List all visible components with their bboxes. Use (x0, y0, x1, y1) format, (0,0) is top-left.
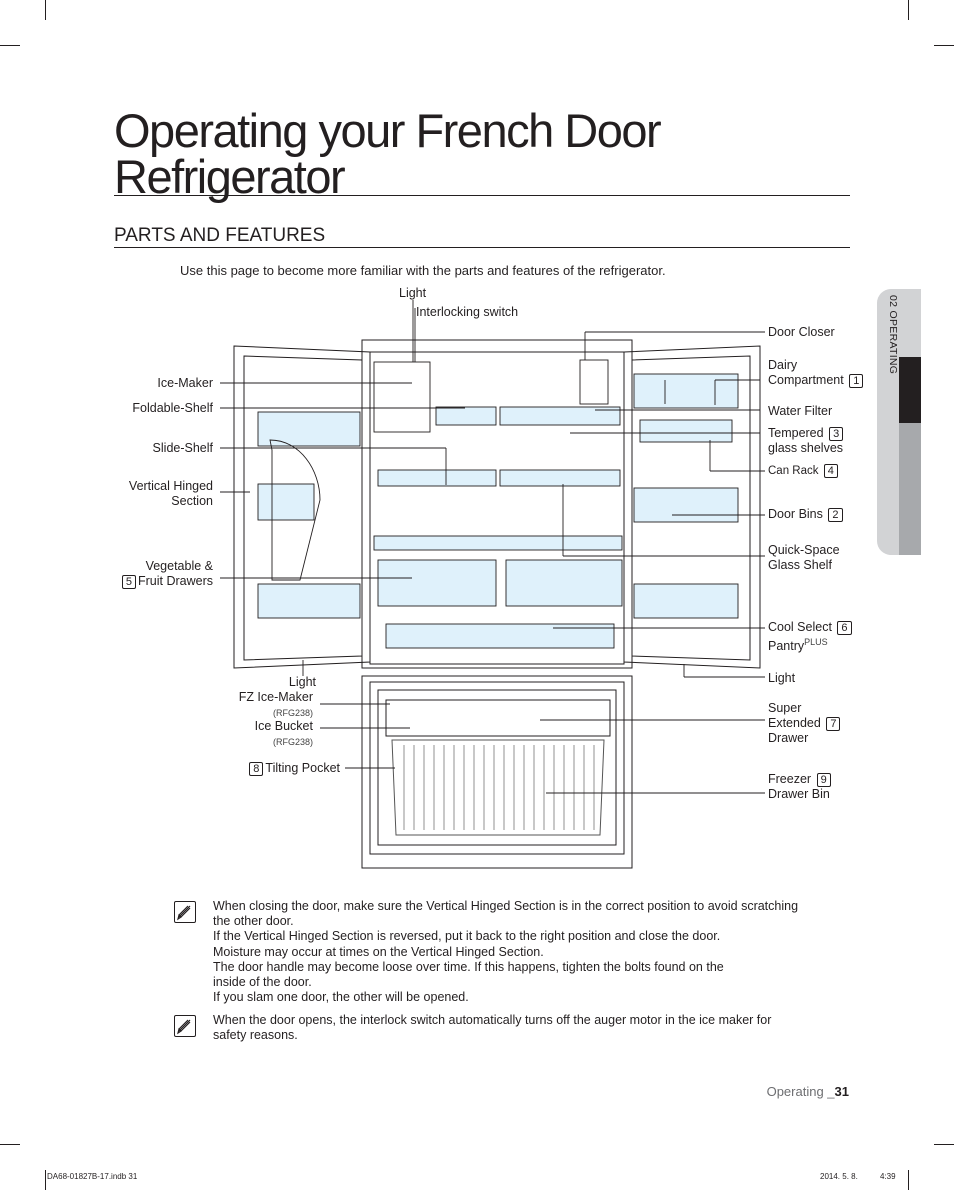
vegetable-drawer-right (505, 559, 623, 607)
page-number: 31 (834, 1084, 849, 1099)
label-cool-select: Cool Select 6 PantryPLUS (768, 620, 854, 654)
badge-1: 1 (849, 374, 864, 388)
intro-text: Use this page to become more familiar wi… (180, 263, 666, 278)
label-water-filter: Water Filter (768, 404, 833, 418)
badge-9: 9 (816, 773, 831, 787)
vegetable-drawer-left (377, 559, 497, 607)
page-footer: Operating _31 (766, 1084, 849, 1099)
crop-mark (45, 0, 46, 20)
section-heading: PARTS AND FEATURES (114, 225, 326, 246)
freezer-body (361, 675, 633, 869)
badge-2: 2 (828, 508, 843, 522)
label-fz-ice-maker: FZ Ice-Maker (238, 690, 313, 704)
left-door (233, 345, 371, 669)
page-title-line2: Refrigerator (114, 150, 346, 203)
badge-5: 5 (121, 575, 136, 589)
label-vertical-hinged-section: Vertical Hinged Section (128, 479, 213, 508)
label-quick-space: Quick-Space Glass Shelf (768, 543, 840, 572)
label-door-bins: Door Bins 2 (768, 507, 845, 522)
chapter-tab-lower (899, 423, 921, 555)
badge-6: 6 (837, 621, 852, 635)
label-bucket-model: (RFG238) (272, 737, 313, 747)
note-icon (174, 901, 196, 923)
crop-mark (934, 45, 954, 46)
note-icon (174, 1015, 196, 1037)
crop-mark (0, 1144, 20, 1145)
section-rule (114, 247, 850, 248)
label-interlocking-switch: Interlocking switch (416, 305, 519, 319)
chapter-tab-marker (899, 357, 921, 423)
label-light-right: Light (768, 671, 796, 685)
slug-file: DA68-01827B-17.indb 31 (47, 1172, 138, 1181)
label-super-extended-drawer: Super Extended 7 Drawer (768, 701, 842, 746)
right-door (623, 345, 761, 669)
badge-4: 4 (823, 464, 838, 478)
label-door-closer: Door Closer (768, 325, 835, 339)
badge-7: 7 (826, 717, 841, 731)
title-rule (114, 195, 850, 196)
label-can-rack: Can Rack 4 (768, 464, 840, 479)
crop-mark (908, 0, 909, 20)
slug-date: 2014. 5. 8. (820, 1172, 858, 1181)
label-light-bottom: Light (288, 675, 316, 689)
fridge-body (361, 339, 633, 669)
badge-8: 8 (249, 762, 264, 776)
label-slide-shelf: Slide-Shelf (152, 441, 213, 455)
label-ice-bucket: Ice Bucket (254, 719, 313, 733)
label-fz-model: (RFG238) (272, 708, 313, 718)
crop-mark (908, 1170, 909, 1190)
page-title: Operating your French Door Refrigerator (114, 104, 850, 203)
note-2: When the door opens, the interlock switc… (213, 1013, 772, 1043)
page-title-line1: Operating your French Door (114, 104, 662, 157)
refrigerator-diagram (220, 300, 765, 869)
crop-mark (45, 1170, 46, 1190)
badge-3: 3 (829, 427, 844, 441)
label-freezer-drawer-bin: Freezer 9 Drawer Bin (768, 772, 831, 801)
note-1: When closing the door, make sure the Ver… (213, 899, 799, 1005)
label-foldable-shelf: Foldable-Shelf (132, 401, 213, 415)
label-dairy-compartment: Dairy Compartment 1 (768, 358, 865, 388)
chapter-tab: 02 OPERATING (877, 289, 921, 555)
crop-mark (0, 45, 20, 46)
slug-time: 4:39 (880, 1172, 896, 1181)
label-light-top: Light (399, 286, 427, 300)
chapter-tab-label: 02 OPERATING (887, 295, 899, 375)
label-tempered-glass: Tempered 3 glass shelves (768, 426, 844, 455)
crop-mark (934, 1144, 954, 1145)
label-ice-maker: Ice-Maker (157, 376, 213, 390)
